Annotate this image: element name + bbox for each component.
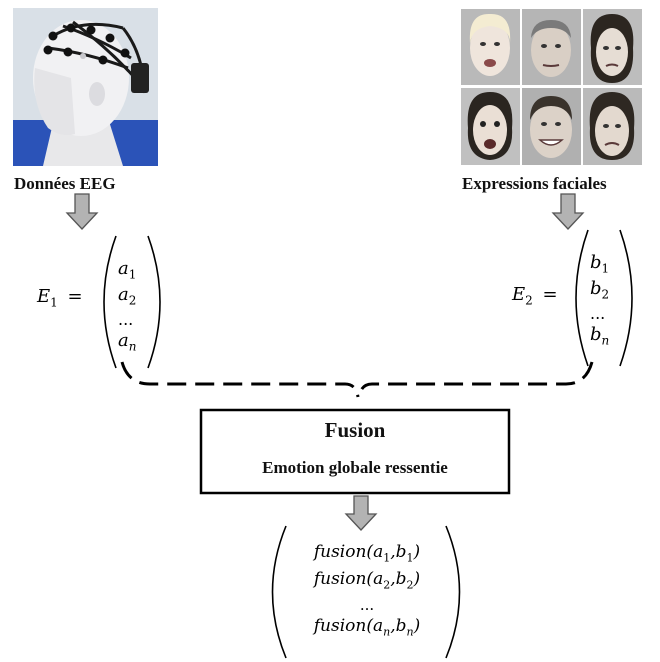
left-vector-open-paren: [103, 235, 117, 369]
right-vector-open-paren: [575, 229, 589, 367]
left-vector-entries: a1 a2 ... an: [118, 258, 158, 356]
result-vector-entries: fusion(a1,b1) fusion(a2,b2) ... fusion(a…: [287, 542, 447, 643]
left-vector-entry: a2: [118, 284, 137, 308]
left-vector-ellipsis: ...: [118, 310, 134, 329]
eeg-down-arrow-icon: [65, 193, 99, 230]
fusion-subtitle: Emotion globale ressentie: [262, 458, 448, 477]
right-vector-entry: b2: [590, 278, 610, 302]
faces-down-arrow-icon: [551, 193, 585, 230]
result-vector-entry: fusion(a2,b2): [313, 569, 421, 592]
right-vector-name: E2 =: [512, 284, 558, 308]
result-vector-ellipsis: ...: [359, 596, 375, 614]
eeg-headset-photo: [13, 8, 158, 166]
right-vector-entry: bn: [590, 324, 610, 348]
result-vector-entry: fusion(a1,b1): [313, 542, 421, 565]
fusion-down-arrow-icon: [344, 495, 378, 531]
fusion-title: Fusion: [324, 418, 386, 442]
result-vector-entry: fusion(an,bn): [313, 616, 421, 639]
facial-expressions-photo: [460, 8, 643, 166]
result-vector-close-paren: [445, 525, 461, 659]
left-vector-entry: an: [118, 330, 137, 354]
left-vector-entry: a1: [118, 258, 137, 282]
right-vector-entries: b1 b2 ... bn: [590, 252, 630, 350]
facial-expressions-label: Expressions faciales: [462, 174, 607, 193]
right-vector-ellipsis: ...: [590, 304, 606, 323]
left-vector-name: E1 =: [37, 286, 83, 310]
left-vector-close-paren: [147, 235, 161, 369]
eeg-data-label: Données EEG: [14, 174, 116, 193]
right-vector-entry: b1: [590, 252, 610, 276]
right-dashed-connector: [357, 361, 594, 398]
result-vector-open-paren: [271, 525, 287, 659]
left-dashed-connector: [120, 361, 360, 398]
right-vector-close-paren: [619, 229, 633, 367]
fusion-box: [199, 408, 511, 495]
